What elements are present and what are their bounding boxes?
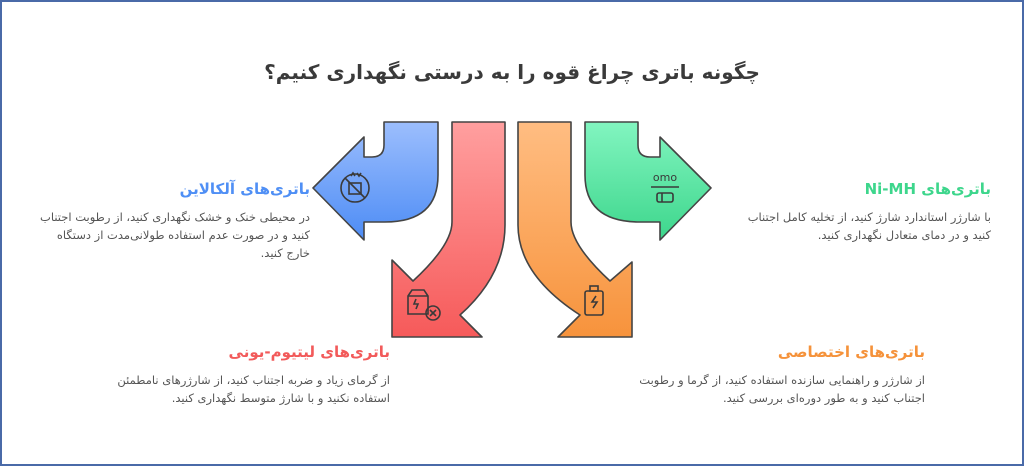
battery-charge-icon (584, 285, 604, 316)
nimh-arrow (584, 121, 712, 241)
lithium-heading: باتری‌های لیتیوم-یونی (228, 343, 390, 361)
nimh-description: با شارژر استاندارد شارژ کنید، از تخلیه ک… (747, 210, 991, 242)
specialty-description: از شارژر و راهنمایی سازنده استفاده کنید،… (639, 373, 925, 405)
alkaline-arrow (312, 121, 439, 241)
svg-text:omo: omo (653, 171, 677, 184)
alkaline-heading: باتری‌های آلکالاین (179, 180, 310, 198)
specialty-block: باتری‌های اختصاصی از شارژر و راهنمایی سا… (635, 343, 925, 407)
nimh-block: باتری‌های Ni-MH با شارژر استاندارد شارژ … (726, 180, 991, 244)
specialty-arrow (517, 121, 633, 338)
specialty-heading: باتری‌های اختصاصی (777, 343, 925, 361)
alkaline-description: در محیطی خنک و خشک نگهداری کنید، از رطوب… (40, 210, 310, 260)
alkaline-block: باتری‌های آلکالاین در محیطی خنک و خشک نگ… (40, 180, 310, 262)
nimh-heading: باتری‌های Ni-MH (864, 180, 991, 198)
no-storage-icon (340, 171, 370, 203)
charging-station-battery-icon: omo (651, 171, 679, 203)
damaged-package-icon (407, 289, 441, 321)
lithium-block: باتری‌های لیتیوم-یونی از گرمای زیاد و ضر… (95, 343, 390, 407)
lithium-arrow (391, 121, 506, 338)
lithium-description: از گرمای زیاد و ضربه اجتناب کنید، از شار… (117, 373, 390, 405)
diagram-title: چگونه باتری چراغ قوه را به درستی نگهداری… (264, 60, 760, 84)
